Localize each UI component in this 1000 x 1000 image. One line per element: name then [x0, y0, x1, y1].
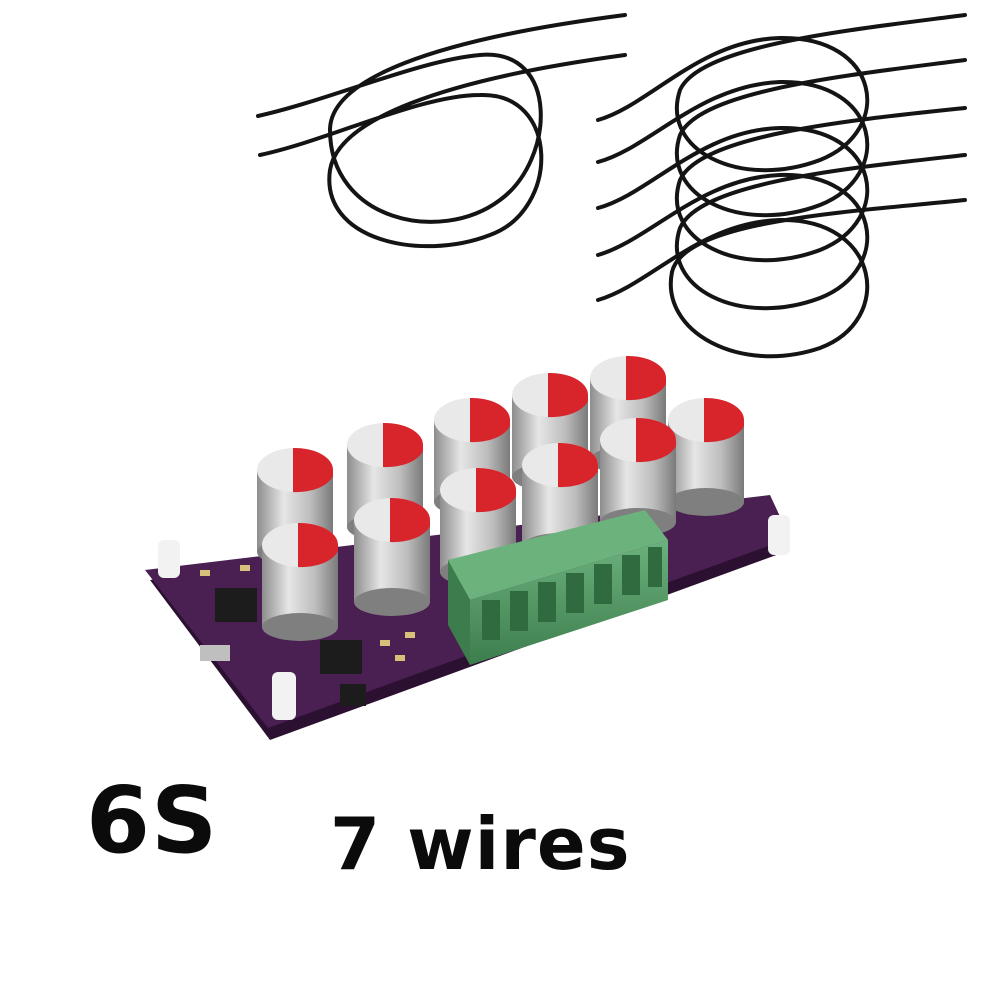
wire-bundle-5 — [596, 13, 967, 359]
cell-count-label: 6S — [86, 767, 219, 874]
wire-count-label: 7 wires — [330, 802, 631, 886]
terminal-block — [448, 510, 668, 665]
wire-bundle-2 — [256, 13, 627, 249]
